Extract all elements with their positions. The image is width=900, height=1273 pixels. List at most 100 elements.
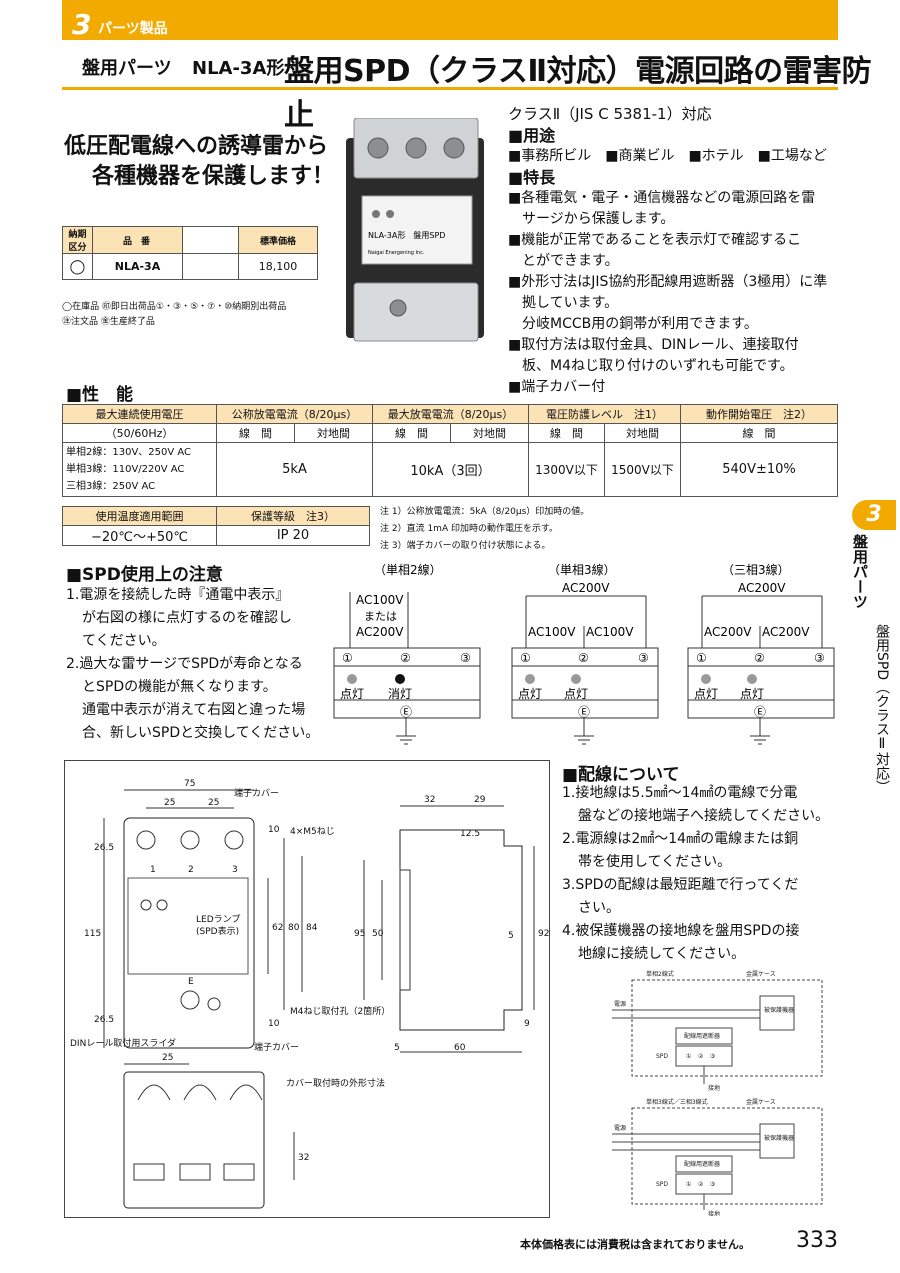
feature-4b: 板、M4ねじ取り付けのいずれも可能です。 — [522, 358, 794, 374]
dim-w25c: 25 — [162, 1053, 173, 1063]
use-text: ■事務所ビル ■商業ビル ■ホテル ■工場など — [508, 148, 827, 164]
label-cover-dims: カバー取付時の外形寸法 — [286, 1077, 385, 1089]
s1-t1: ① — [686, 1053, 691, 1060]
perf-v3: 三相3線：250V AC — [66, 481, 156, 492]
front-term-2: 2 — [188, 865, 194, 875]
footer-note: 本体価格表には消費税は含まれておりません。 — [520, 1238, 751, 1251]
perf-protect-ground: 1500V以下 — [604, 442, 681, 497]
d1-terminal-3: ③ — [460, 651, 471, 665]
dim-84: 84 — [306, 923, 318, 933]
header-delivery: 納期区分 — [62, 226, 93, 254]
side-tab-number: 3 — [852, 500, 896, 530]
s2-case: 金属ケース — [746, 1098, 776, 1106]
photo-label2: Naigai Energening Inc. — [368, 250, 425, 256]
caution-1b: が右図の様に点灯するのを確認し — [82, 610, 292, 626]
model-label: NLA-3A形 — [192, 58, 285, 79]
catch-copy-line2: 各種機器を保護します！ — [92, 164, 335, 189]
dim-w25b: 25 — [208, 798, 219, 808]
caution-1c: てください。 — [82, 633, 166, 649]
indicator-diagram-2: （単相3線） AC200V AC100V AC100V ① ② ③ 点灯 点灯 … — [511, 562, 659, 745]
d2-terminal-e: Ⓔ — [578, 705, 590, 719]
d2-terminal-3: ③ — [638, 651, 649, 665]
legend-line1: ◯在庫品 ㊞即日出荷品①・③・⑤・⑦・⑩納期別出荷品 — [62, 302, 287, 312]
perf-sub-line: 線 間 — [216, 423, 295, 443]
caution-heading: ■SPD使用上の注意 — [66, 565, 223, 585]
dim-26-5a: 26.5 — [94, 843, 114, 853]
side-tab: 3 盤用パーツ 盤用SPD（クラスⅡ対応） — [846, 496, 900, 796]
front-term-3: 3 — [232, 865, 238, 875]
features-block: クラスⅡ（JIS C 5381-1）対応 ■用途 ■事務所ビル ■商業ビル ■ホ… — [508, 104, 838, 398]
d2-terminal-2: ② — [578, 651, 589, 665]
env-protection: IP 20 — [216, 525, 370, 546]
page-number: 333 — [796, 1228, 838, 1253]
label-terminal-cover-top: 端子カバー — [234, 787, 279, 799]
feature-4a: ■取付方法は取付金具、DINレール、連接取付 — [508, 337, 799, 353]
label-led1: LEDランプ — [196, 914, 240, 925]
price-table: 納期区分 品 番 標準価格 ◯ NLA-3A 18,100 — [62, 226, 318, 280]
s1-ground: 接地 — [708, 1084, 720, 1092]
s2-t1: ① — [686, 1181, 691, 1188]
price-legend: ◯在庫品 ㊞即日出荷品①・③・⑤・⑦・⑩納期別出荷品 ㊟注文品 ㊎生産終了品 — [62, 300, 286, 330]
d2-lit-label-1: 点灯 — [518, 687, 542, 701]
d3-terminal-2: ② — [754, 651, 765, 665]
s1-power: 電源 — [614, 1000, 626, 1008]
feature-heading: ■特長 — [508, 168, 556, 187]
product-photo: NLA-3A形 盤用SPD Naigai Energening Inc. — [346, 118, 484, 342]
dimension-drawing-box — [64, 760, 550, 1218]
dim-80: 80 — [288, 923, 300, 933]
caution-2d: 合、新しいSPDと交換してください。 — [82, 725, 320, 741]
s2-breaker: 配線用遮断器 — [684, 1160, 720, 1168]
caution-2c: 通電中表示が消えて右図と違った場 — [82, 702, 306, 718]
dim-50: 50 — [372, 929, 384, 939]
perf-sub-line: 線 間 — [680, 423, 838, 443]
d3-lit-label-2: 点灯 — [740, 687, 764, 701]
note-3: 注 3）端子カバーの取り付け状態による。 — [380, 541, 551, 551]
dim-5a: 5 — [508, 931, 514, 941]
side-tab-category: 盤用パーツ — [851, 534, 869, 609]
dim-w25a: 25 — [164, 798, 175, 808]
perf-max: 10kA（3回） — [372, 442, 529, 497]
d2-terminal-1: ① — [520, 651, 531, 665]
indicator-diagram-1: （単相2線） AC100V または AC200V ① ② ③ 点灯 消灯 Ⓔ — [333, 562, 481, 745]
header-price: 標準価格 — [238, 226, 318, 254]
label-m4: M4ねじ取付孔（2箇所） — [290, 1005, 390, 1017]
d3-lit-label-1: 点灯 — [694, 687, 718, 701]
feature-5: ■端子カバー付 — [508, 379, 606, 395]
diagram1-title: （単相2線） — [374, 562, 442, 577]
d2-lamp-1 — [525, 674, 535, 684]
d3-terminal-1: ① — [696, 651, 707, 665]
d1-lit-label: 点灯 — [340, 687, 364, 701]
schematic-three-phase: 単相3線式／三相3線式 金属ケース 電源 被保護機器 配線用遮断器 SPD ① … — [612, 1098, 823, 1216]
perf-h-max: 最大放電電流（8/20μs） — [372, 404, 529, 424]
front-term-e: E — [188, 977, 194, 987]
env-h-protection: 保護等級 注3） — [216, 506, 370, 526]
d1-off-label: 消灯 — [388, 687, 412, 701]
d1-terminal-e: Ⓔ — [400, 705, 412, 719]
header-spacer — [182, 226, 239, 254]
caution-text: 1.電源を接続した時『通電中表示』 が右図の様に点灯するのを確認し てください。… — [66, 584, 334, 745]
dim-9: 9 — [524, 1019, 530, 1029]
wiring-schematics: 単相2線式 金属ケース 電源 被保護機器 配線用遮断器 SPD ① ② ③ 接地… — [612, 970, 823, 1216]
perf-h-protect: 電圧防護レベル 注1） — [528, 404, 681, 424]
dim-32a: 32 — [424, 795, 435, 805]
wiring-1b: 盤などの接地端子へ接続してください。 — [578, 808, 830, 824]
label-terminal-cover-bottom: 端子カバー — [254, 1041, 299, 1053]
diagram3-ac200a: AC200V — [704, 625, 752, 639]
perf-v2: 単相3線：110V/220V AC — [66, 464, 185, 475]
s1-t3: ③ — [710, 1053, 715, 1060]
catch-copy-line1: 低圧配電線への誘導雷から — [64, 134, 329, 159]
label-din: DINレール取付用スライダ — [70, 1037, 176, 1049]
perf-start: 540V±10% — [680, 442, 838, 497]
diagram1-v3: AC200V — [356, 625, 404, 639]
price-cell: 18,100 — [238, 253, 318, 280]
dim-29: 29 — [474, 795, 486, 805]
perf-v1: 単相2線：130V、250V AC — [66, 447, 192, 458]
dim-95: 95 — [354, 929, 365, 939]
section-number: 3 — [72, 8, 92, 41]
notes: 注 1）公称放電電流：5kA（8/20μs）印加時の値。 注 2）直流 1mA … — [380, 504, 589, 555]
legend-line2: ㊟注文品 ㊎生産終了品 — [62, 317, 155, 327]
diagram3-title: （三相3線） — [722, 562, 790, 577]
dim-5b: 5 — [394, 1043, 400, 1053]
s2-spd: SPD — [656, 1181, 668, 1188]
wiring-2b: 帯を使用してください。 — [578, 854, 732, 870]
